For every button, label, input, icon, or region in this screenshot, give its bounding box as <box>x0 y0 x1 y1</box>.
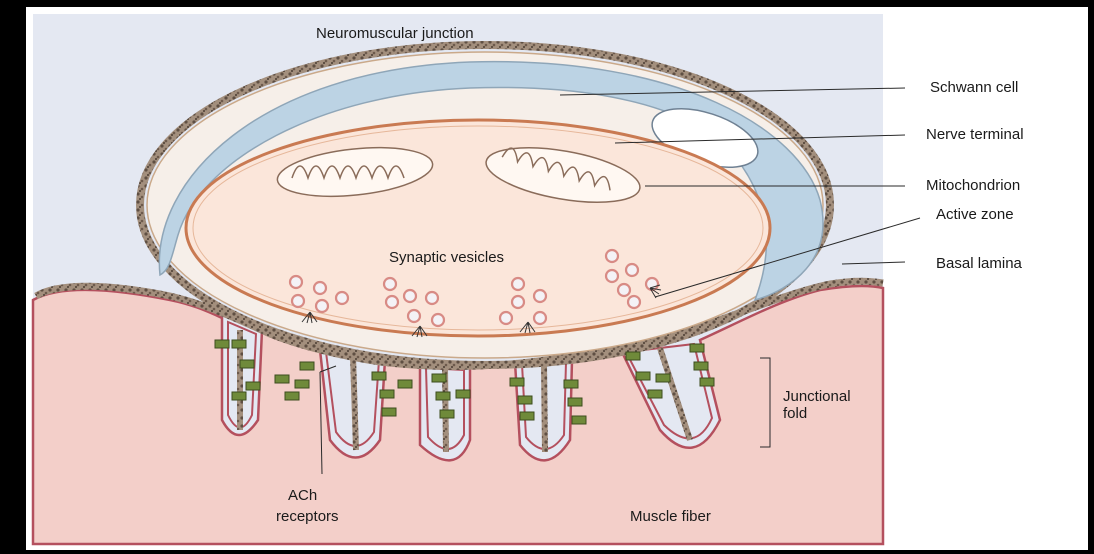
title-label: Neuromuscular junction <box>316 25 474 42</box>
schwann-cell-label: Schwann cell <box>930 79 1018 96</box>
active-zone-label: Active zone <box>936 206 1014 223</box>
nerve-terminal-label: Nerve terminal <box>926 126 1024 143</box>
mitochondrion-label: Mitochondrion <box>926 177 1020 194</box>
synaptic-vesicles-label: Synaptic vesicles <box>389 249 504 266</box>
junctional-fold-label-line1: Junctional <box>783 388 851 405</box>
junctional-fold-label-line2: fold <box>783 405 807 422</box>
ach-receptors-label-line1: ACh <box>288 487 317 504</box>
ach-receptors-label-line2: receptors <box>276 508 339 525</box>
nerve-terminal <box>186 120 770 336</box>
muscle-fiber-label: Muscle fiber <box>630 508 711 525</box>
basal-lamina-label: Basal lamina <box>936 255 1023 272</box>
